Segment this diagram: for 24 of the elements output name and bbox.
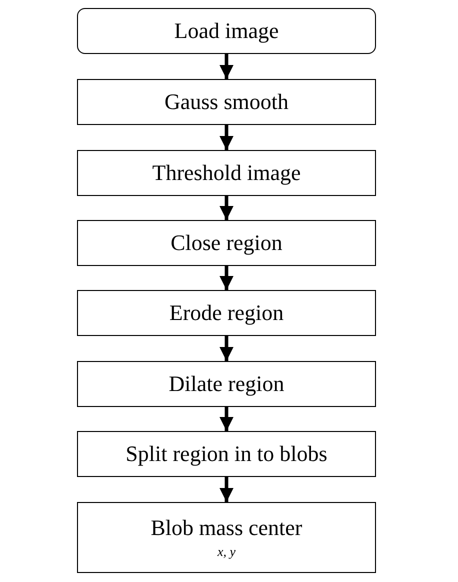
process-box <box>77 8 376 54</box>
step-label: Erode region <box>169 300 284 326</box>
step-label: Close region <box>170 230 282 256</box>
arrow <box>220 196 234 220</box>
process-box <box>77 361 376 407</box>
process-box <box>77 79 376 125</box>
step-label: Gauss smooth <box>164 89 289 115</box>
arrow <box>220 125 234 150</box>
arrow <box>220 336 234 361</box>
process-box <box>77 220 376 266</box>
step-label: Threshold image <box>152 160 301 186</box>
arrow <box>220 54 234 79</box>
step-label: Dilate region <box>168 371 284 397</box>
step-label: Blob mass center <box>150 515 302 541</box>
process-box <box>77 502 376 573</box>
step-label: Load image <box>174 18 279 44</box>
process-box <box>77 290 376 336</box>
process-box <box>77 150 376 196</box>
arrow <box>220 407 234 431</box>
step-label: Split region in to blobs <box>126 441 328 467</box>
coordinate-label: x, y <box>217 544 236 560</box>
arrow <box>220 477 234 502</box>
process-box <box>77 431 376 477</box>
arrow <box>220 266 234 290</box>
